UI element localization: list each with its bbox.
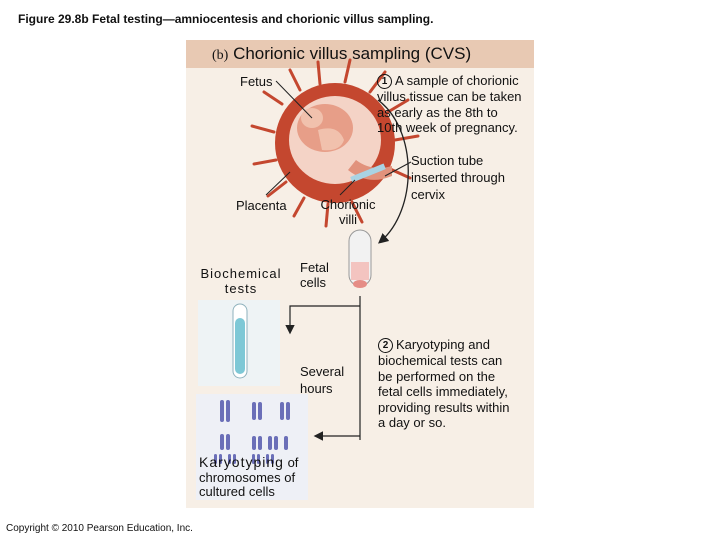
fetal-cells-tube	[348, 229, 372, 288]
panel-header-band	[186, 40, 534, 68]
step-2-text: Karyotyping and biochemical tests can be…	[378, 337, 510, 430]
label-karyotyping: Karyotyping of chromosomes of cultured c…	[199, 455, 311, 500]
label-biochemical-tests: Biochemical tests	[200, 266, 282, 296]
panel-heading: (b) Chorionic villus sampling (CVS)	[212, 44, 471, 64]
figure-title: Figure 29.8b Fetal testing—amniocentesis…	[18, 12, 434, 26]
label-suction-tube: Suction tube inserted through cervix	[411, 153, 505, 202]
karyotyping-rest: of chromosomes of cultured cells	[199, 455, 299, 499]
step-1-text: A sample of chorionic villus tissue can …	[377, 73, 522, 135]
label-chorionic-villi: Chorionic villi	[320, 197, 376, 227]
karyotyping-word: Karyotyping	[199, 454, 284, 470]
label-several-hours: Several hours	[300, 364, 345, 396]
label-fetal-cells: Fetal cells	[300, 260, 329, 290]
biochemical-test-tube	[198, 300, 280, 386]
step-2-number: 2	[378, 338, 393, 353]
copyright-notice: Copyright © 2010 Pearson Education, Inc.	[6, 523, 193, 534]
panel-tag: (b)	[212, 48, 229, 63]
panel-heading-text: Chorionic villus sampling (CVS)	[233, 44, 472, 63]
karyotype-spread	[196, 394, 308, 500]
label-placenta: Placenta	[236, 198, 287, 213]
step-1-number: 1	[377, 74, 392, 89]
label-fetus: Fetus	[240, 74, 273, 89]
